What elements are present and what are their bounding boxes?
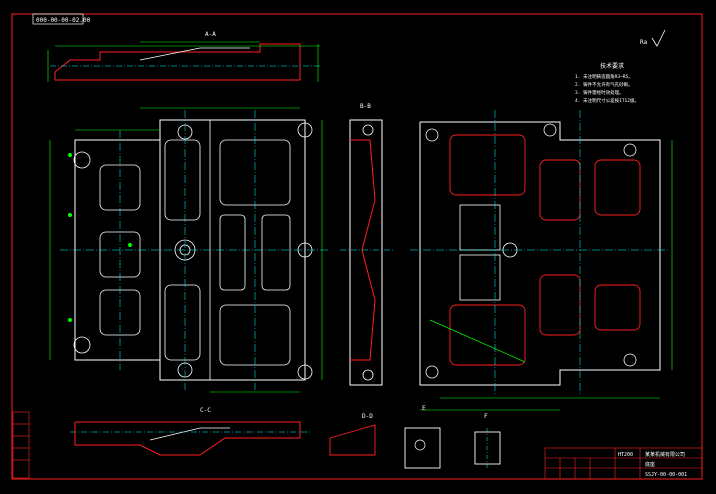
technical-notes: 技术要求 1. 未注明铸造圆角R3~R5。 2. 铸件不允许有气孔砂眼。 3. …: [575, 29, 666, 104]
view-side-section: B-B: [340, 103, 395, 386]
note-line-3: 3. 铸件需经时效处理。: [575, 89, 624, 96]
notes-title: 技术要求: [600, 62, 624, 70]
title-company: 某某机械有限公司: [645, 451, 685, 458]
label-cc: C-C: [200, 407, 211, 414]
title-material: HT200: [618, 452, 633, 458]
view-right-plan: [410, 110, 673, 411]
label-bb: B-B: [360, 103, 371, 110]
code-box-text: 000-00-00-02.00: [36, 17, 91, 24]
label-f: F: [484, 413, 488, 420]
sheet-border: [11, 13, 703, 480]
label-aa: A-A: [205, 31, 216, 38]
roughness-symbol-text: Ra: [640, 39, 648, 46]
roughness-check-icon: [651, 29, 666, 47]
title-drawing-no: SSJY-00-00-001: [645, 472, 687, 478]
note-line-1: 1. 未注明铸造圆角R3~R5。: [575, 73, 633, 80]
note-line-2: 2. 铸件不允许有气孔砂眼。: [575, 81, 633, 88]
view-main-plan: [49, 107, 330, 393]
code-box-frame: [32, 13, 84, 25]
label-dd: D-D: [362, 413, 373, 420]
detail-views: D-D E F: [329, 405, 501, 470]
note-line-4: 4. 未注明尺寸公差按IT12级。: [575, 97, 639, 104]
title-block: HT200 某某机械有限公司 底座 SSJY-00-00-001: [544, 447, 703, 480]
title-part-name: 底座: [645, 461, 655, 468]
view-top-section: A-A: [47, 31, 320, 82]
side-stamp-table: [12, 411, 30, 479]
view-bottom-section: C-C: [70, 407, 310, 456]
label-e: E: [422, 405, 426, 412]
